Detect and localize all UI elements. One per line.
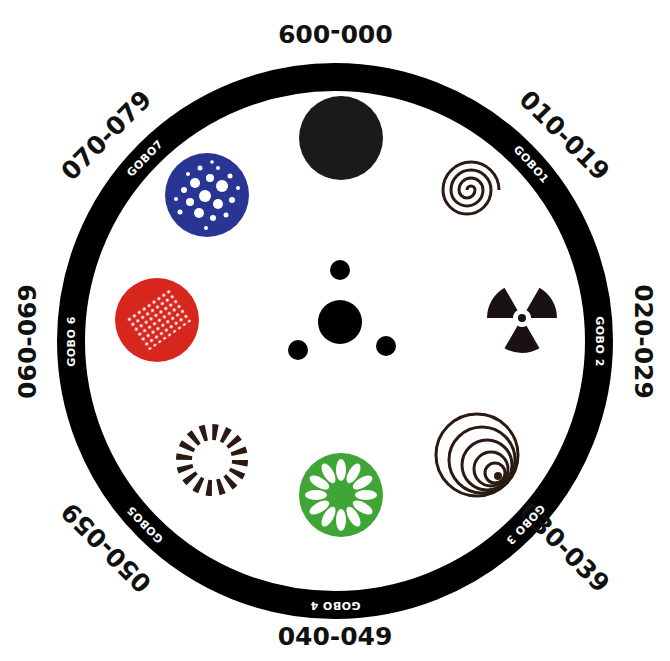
gobo-label: GOBO7 (125, 138, 165, 179)
gobo-label: GOBO 4 (310, 600, 361, 611)
range-label: 020-029 (631, 284, 656, 399)
range-label: 060-069 (15, 284, 40, 399)
gobo-label: GOBO 6 (65, 316, 76, 367)
gobo-label: GOBO 2 (593, 316, 604, 367)
range-label: 040-049 (278, 624, 393, 649)
gobo-label: GOBO1 (511, 143, 550, 185)
gobo-label: GOBO5 (125, 504, 165, 545)
range-label: 000-009 (278, 21, 393, 46)
